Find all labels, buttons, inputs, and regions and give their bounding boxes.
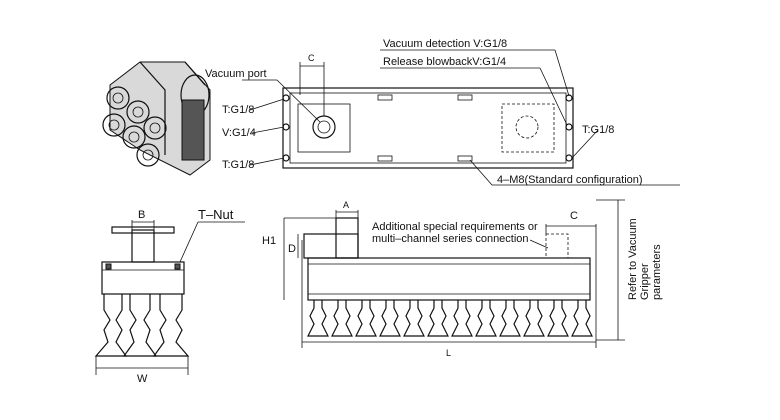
l-label: L: [446, 348, 451, 358]
isometric-view: [102, 61, 211, 176]
refer-label-group: Refer to Vacuum Gripper parameters: [627, 218, 663, 300]
iso-cup-2: [126, 100, 150, 124]
release-circle: [515, 115, 539, 139]
iso-plate: [181, 99, 205, 161]
refer-line1: Refer to Vacuum: [627, 218, 639, 300]
side-aux-port: [545, 233, 569, 259]
vacuum-detection-label: Vacuum detection V:G1/8: [383, 38, 507, 50]
front-stem: [131, 229, 155, 263]
iso-cup-6-inner: [142, 149, 154, 161]
t-nut-label: T–Nut: [198, 207, 234, 222]
vacuum-port-inner: [317, 120, 331, 134]
m8-label: 4–M8(Standard configuration): [497, 174, 643, 186]
front-tnut-left: [105, 263, 112, 270]
top-body-outer: [282, 87, 574, 169]
side-cup: [379, 300, 401, 337]
port-t-top-left: [282, 94, 290, 102]
front-body: [101, 261, 185, 295]
side-cup: [451, 300, 473, 337]
iso-cup-4: [122, 125, 146, 149]
front-cup-3: [152, 294, 190, 357]
side-cup: [523, 300, 545, 337]
port-right-mid: [565, 123, 573, 131]
m8-leader: [469, 159, 493, 186]
w-label: W: [137, 373, 148, 385]
iso-cup-6: [136, 143, 160, 167]
iso-cup-3-inner: [108, 119, 120, 131]
side-cup: [331, 300, 353, 337]
iso-edge-2: [184, 61, 206, 86]
vacuum-port-label: Vacuum port: [205, 68, 267, 80]
rb-leader: [539, 67, 568, 126]
additional-leader: [529, 239, 549, 249]
m8-slot-2: [457, 94, 473, 101]
release-blowback-label: Release blowbackV:G1/4: [383, 56, 506, 68]
front-cup-2: [122, 294, 158, 357]
front-view: B T–Nut W: [94, 207, 245, 385]
iso-cup-5: [143, 116, 167, 140]
side-cup: [571, 300, 593, 337]
additional-line2: multi–channel series connection: [372, 233, 529, 245]
release-box: [501, 103, 555, 153]
t-g18-right-label: T:G1/8: [582, 124, 614, 136]
vacuum-port-leader: [276, 79, 321, 123]
side-cups: [307, 300, 593, 337]
v-g14-label: V:G1/4: [222, 127, 256, 139]
top-body-inner: [289, 92, 567, 164]
t-g18-left-top-label: T:G1/8: [222, 104, 254, 116]
side-cup: [475, 300, 497, 337]
side-cup: [355, 300, 377, 337]
t-nut-leader: [179, 221, 199, 263]
m8-slot-3: [377, 155, 393, 162]
leader-v: [251, 126, 285, 134]
front-tnut-right: [174, 263, 181, 270]
iso-cup-4-inner: [128, 131, 140, 143]
side-view: H1 D A Additional special requirements o…: [262, 199, 663, 358]
side-cup: [499, 300, 521, 337]
side-cup: [427, 300, 449, 337]
front-cup-1: [94, 294, 128, 357]
iso-cup-1-inner: [112, 92, 124, 104]
h1-label: H1: [262, 235, 276, 247]
iso-cup-3: [102, 113, 126, 137]
iso-cup-2-inner: [132, 106, 144, 118]
vacuum-port-circle: [312, 115, 336, 139]
m8-slot-4: [457, 155, 473, 162]
iso-cup-5-inner: [149, 122, 161, 134]
refer-line3: parameters: [651, 244, 663, 300]
t-g18-left-bottom-label: T:G1/8: [222, 159, 254, 171]
front-stem-cap: [111, 226, 175, 234]
side-body: [307, 257, 591, 301]
vd-leader: [554, 49, 570, 97]
leader-t-top: [249, 98, 285, 111]
c-side-label: C: [570, 210, 578, 222]
a-label: A: [343, 200, 349, 210]
side-cup: [307, 300, 329, 337]
refer-line2: Gripper: [639, 263, 651, 300]
side-cup: [547, 300, 569, 337]
iso-cup-1: [106, 86, 130, 110]
side-stem: [335, 217, 359, 259]
additional-line1: Additional special requirements or: [372, 221, 538, 233]
d-label: D: [288, 243, 296, 255]
t-right-leader: [571, 129, 599, 159]
m8-slot-1: [377, 94, 393, 101]
c-top-label: C: [308, 53, 315, 63]
top-view: Vacuum port C T:G1/8 V:G1/4 T:G1/8 Vacuu…: [205, 38, 680, 186]
port-right-bottom: [565, 154, 573, 162]
side-stem-base: [303, 233, 359, 259]
side-cup: [403, 300, 425, 337]
b-label: B: [138, 209, 145, 221]
leader-t-bottom: [249, 157, 285, 166]
